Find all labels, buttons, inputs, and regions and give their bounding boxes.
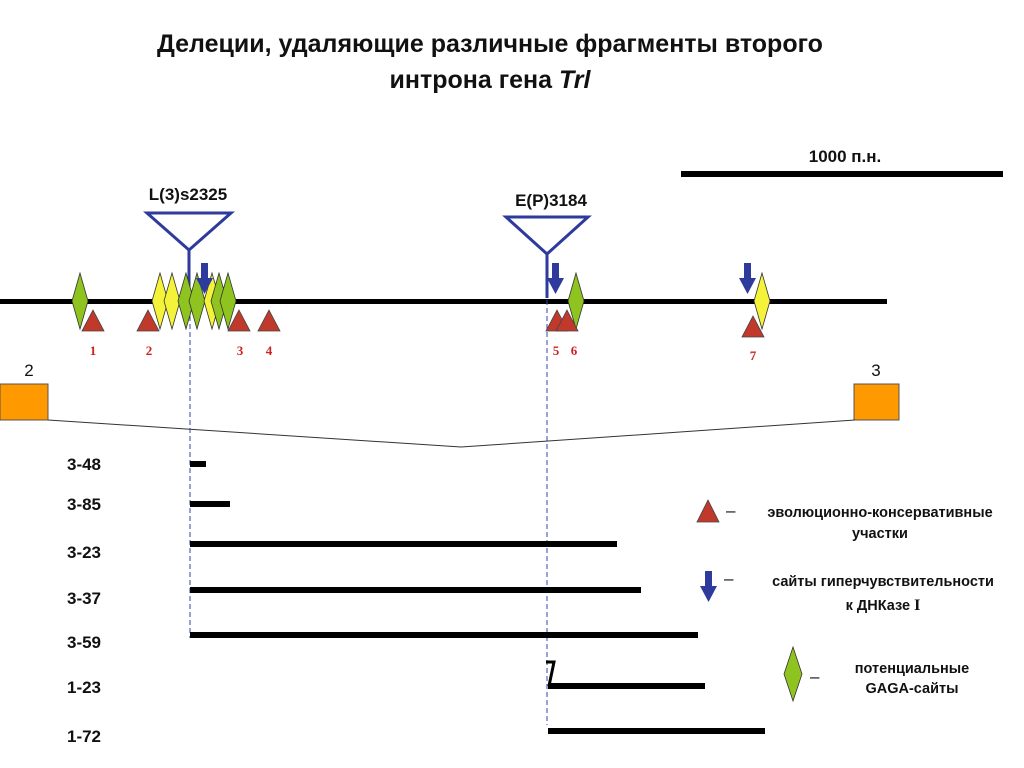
legend-item-gaga: – потенциальные GAGA-сайты: [783, 645, 969, 703]
down-arrow-icon: [739, 263, 756, 294]
legend-dnase-roman: I: [914, 597, 920, 614]
deletion-bar: [548, 728, 765, 734]
deletion-bar: [190, 541, 617, 547]
conserved-site: [81, 309, 105, 332]
site-number: 7: [750, 348, 757, 363]
exon-label: 2: [24, 361, 33, 380]
deletion-label: 3-85: [67, 495, 101, 514]
legend-item-dnase: – сайты гиперчувствительности к ДНКазе I: [700, 569, 994, 614]
site-number: 2: [146, 343, 153, 358]
deletion-bars: [190, 461, 765, 734]
intron-line: [0, 299, 887, 304]
title-line-1: Делеции, удаляющие различные фрагменты в…: [157, 30, 823, 58]
legend-item-conserved: – эволюционно-консервативные участки: [696, 499, 993, 542]
legend-dnase-line-1: сайты гиперчувствительности: [772, 574, 994, 590]
deletion-bar: [190, 501, 230, 507]
down-arrow-icon: [196, 263, 213, 294]
deletion-label: 3-48: [67, 455, 101, 474]
gaga-site: [753, 271, 771, 331]
legend-dash: –: [810, 667, 820, 686]
insertion-label: E(P)3184: [515, 191, 587, 210]
conserved-site: [136, 309, 160, 332]
legend: – эволюционно-консервативные участки – с…: [696, 499, 994, 703]
dnase-sites: [196, 263, 756, 294]
down-arrow-icon: [700, 571, 717, 602]
site-number: 6: [571, 343, 578, 358]
deletion-label: 3-59: [67, 633, 101, 652]
exon-3: 3: [853, 361, 900, 421]
site-number: 4: [266, 343, 273, 358]
insertion-triangle: [143, 211, 235, 252]
exon-box: [0, 383, 49, 421]
deletion-bar: [190, 632, 698, 638]
legend-gaga-line-1: потенциальные: [855, 661, 969, 677]
gaga-site: [219, 271, 237, 331]
conserved-sites: [81, 309, 765, 338]
title-line-2: интрона гена Trl: [390, 66, 592, 94]
conserved-site: [257, 309, 281, 332]
conserved-site-numbers: 1 2 3 4 5 6 7: [90, 343, 757, 363]
legend-gaga-line-2: GAGA-сайты: [865, 681, 958, 697]
deletion-bar: [190, 461, 206, 467]
exon-box: [853, 383, 900, 421]
insertion-ep3184: E(P)3184: [502, 191, 592, 298]
title-gene-name: Trl: [559, 66, 592, 94]
splice-lines: [47, 419, 856, 448]
deletion-label: 1-23: [67, 678, 101, 697]
conserved-site: [741, 315, 765, 338]
title-line-2-text: интрона гена: [390, 66, 559, 94]
deletion-bar: [190, 587, 641, 593]
insertion-l3s2325: L(3)s2325: [143, 185, 235, 298]
gaga-site-icon: [783, 645, 803, 703]
deletion-label: 3-23: [67, 543, 101, 562]
exon-2: 2: [0, 361, 49, 421]
conserved-site: [555, 309, 579, 332]
conserved-site: [227, 309, 251, 332]
gaga-site: [71, 271, 89, 331]
legend-dnase-line-2-text: к ДНКазе: [846, 598, 914, 614]
gaga-site: [163, 271, 181, 331]
deletion-bar: [548, 683, 705, 689]
deletion-label: 3-37: [67, 589, 101, 608]
deletion-labels: 3-48 3-85 3-23 3-37 3-59 1-23 1-72: [67, 455, 101, 746]
scale-bar-label: 1000 п.н.: [809, 147, 882, 166]
site-number: 3: [237, 343, 244, 358]
insertion-label: L(3)s2325: [149, 185, 227, 204]
legend-dash: –: [726, 501, 736, 520]
site-number: 1: [90, 343, 97, 358]
conserved-site-icon: [696, 499, 720, 523]
legend-dash: –: [724, 569, 734, 588]
exon-label: 3: [871, 361, 880, 380]
legend-dnase-line-2: к ДНКазе I: [846, 597, 921, 614]
down-arrow-icon: [547, 263, 564, 294]
gaga-site: [151, 271, 169, 331]
site-number: 5: [553, 343, 560, 358]
scale-bar: [681, 171, 1003, 177]
legend-conserved-line-2: участки: [852, 526, 908, 542]
legend-conserved-line-1: эволюционно-консервативные: [767, 505, 992, 521]
deletion-label: 1-72: [67, 727, 101, 746]
insertion-triangle: [502, 215, 592, 257]
deletion-breakpoint-mark: [546, 660, 556, 687]
